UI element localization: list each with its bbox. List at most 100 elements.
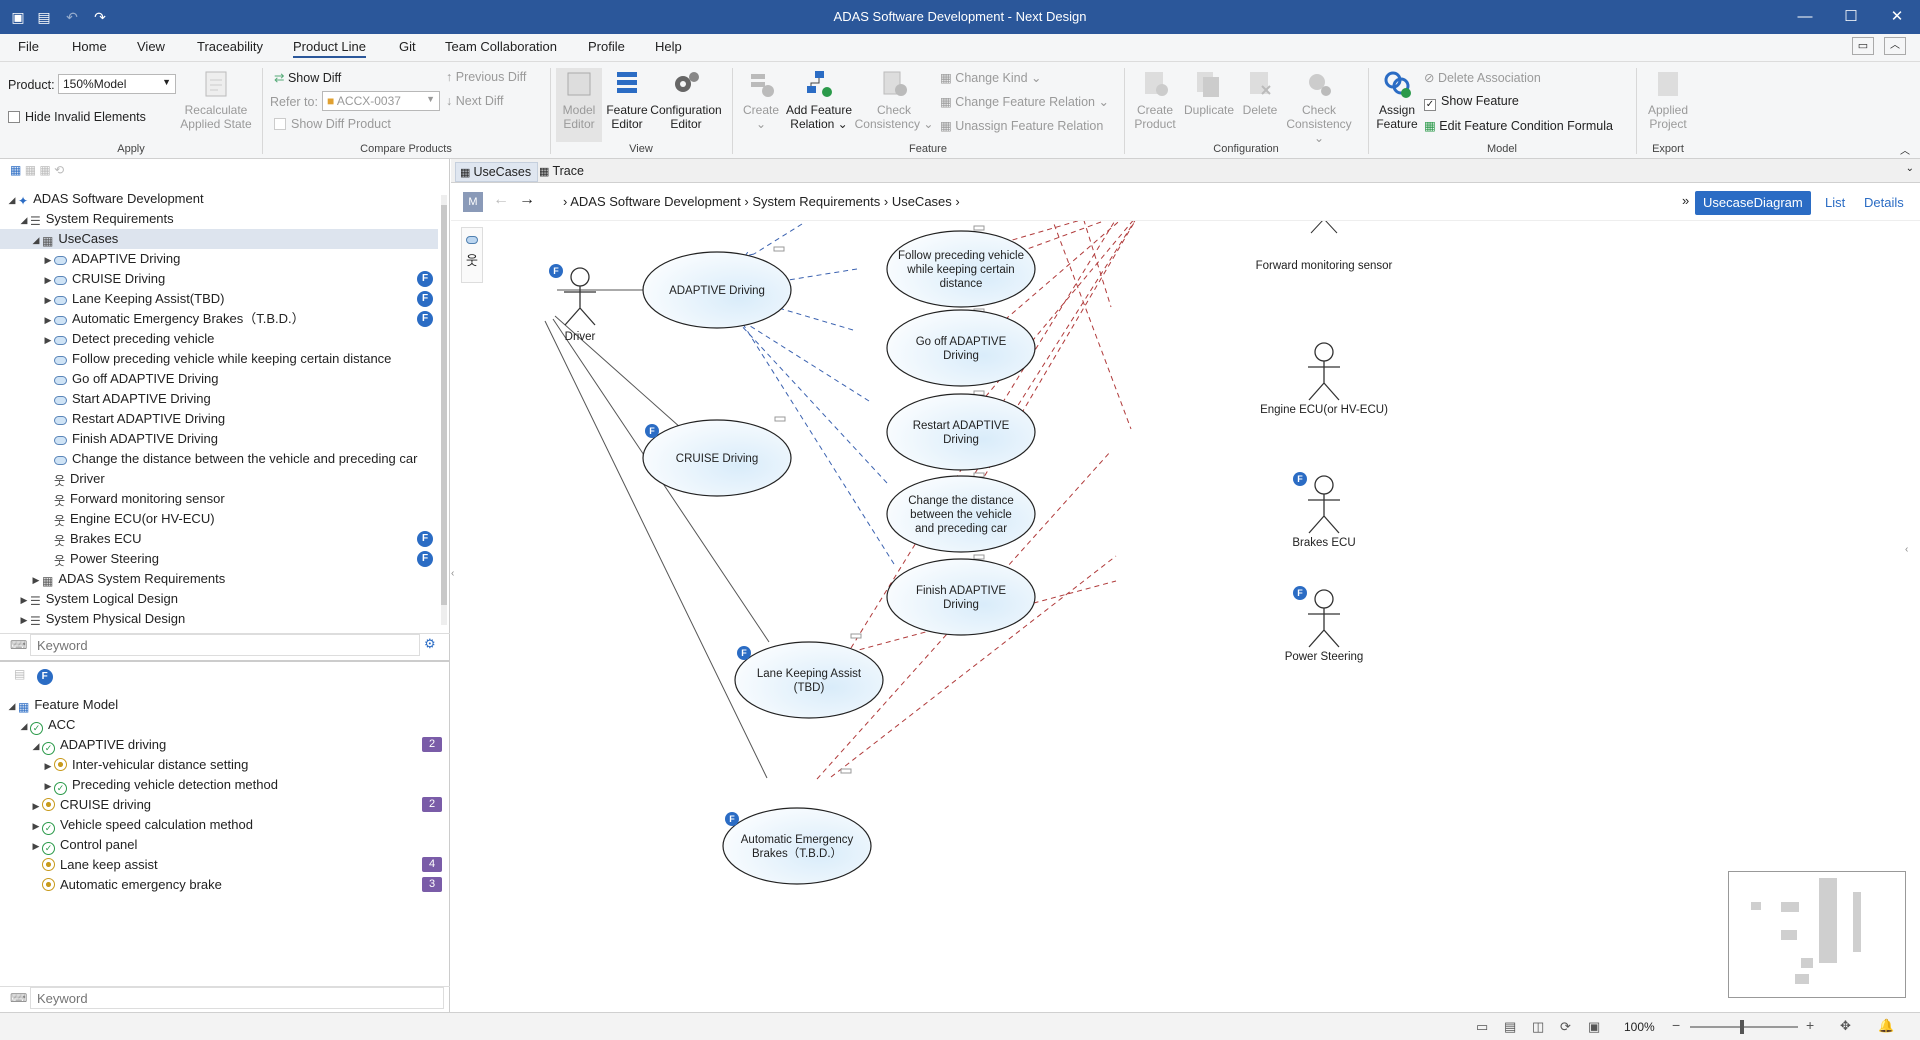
tree-item[interactable]: Restart ADAPTIVE Driving (0, 409, 225, 429)
collapsed-arrow-icon[interactable]: ▶ (44, 761, 52, 771)
collapsed-arrow-icon[interactable]: ▶ (44, 255, 52, 265)
minimize-button[interactable]: — (1797, 8, 1813, 25)
actor-node[interactable]: Forward monitoring sensor (1256, 221, 1393, 272)
close-button[interactable]: ✕ (1890, 8, 1904, 25)
tree-item[interactable]: Automatic emergency brake (0, 875, 222, 895)
tree-item[interactable]: ▶CRUISE Driving (0, 269, 166, 289)
split-vertical-icon[interactable]: ◫ (1532, 1019, 1545, 1034)
view-usecase-diagram[interactable]: UsecaseDiagram (1695, 191, 1811, 215)
save-icon[interactable]: ▣ (11, 9, 25, 25)
undo-icon[interactable]: ↶ (66, 9, 78, 25)
tree-item[interactable]: Follow preceding vehicle while keeping c… (0, 349, 391, 369)
zoom-slider[interactable] (1690, 1020, 1798, 1034)
expanded-arrow-icon[interactable]: ◢ (20, 721, 28, 731)
previous-diff-button[interactable]: ↑ Previous Diff (446, 70, 526, 84)
show-feature-checkbox[interactable]: ✓Show Feature (1424, 94, 1519, 111)
duplicate-button[interactable]: Duplicate (1180, 68, 1238, 117)
view-list[interactable]: List (1825, 195, 1846, 210)
collapsed-arrow-icon[interactable]: ▶ (32, 821, 40, 831)
menu-home[interactable]: Home (72, 39, 107, 54)
feature-list-icon[interactable]: ▤ (14, 667, 26, 681)
collapsed-arrow-icon[interactable]: ▶ (32, 575, 40, 585)
expanded-arrow-icon[interactable]: ◢ (32, 235, 40, 245)
tree-item[interactable]: Start ADAPTIVE Driving (0, 389, 211, 409)
tree-item[interactable]: ◢☰System Requirements (0, 209, 174, 229)
tree-item[interactable]: Change the distance between the vehicle … (0, 449, 417, 469)
comment-icon[interactable]: ▭ (1852, 37, 1874, 55)
expanded-arrow-icon[interactable]: ◢ (8, 701, 16, 711)
tree-item[interactable]: ◢▦Feature Model (0, 695, 119, 715)
ribbon-collapse-icon[interactable]: ︿ (1900, 146, 1910, 157)
zoom-slider-thumb[interactable] (1740, 1020, 1744, 1034)
menu-team-collaboration[interactable]: Team Collaboration (445, 39, 558, 54)
collapsed-arrow-icon[interactable]: ▶ (44, 275, 52, 285)
tree-item[interactable]: ▶✓Preceding vehicle detection method (0, 775, 278, 795)
move-icon[interactable]: ✥ (1840, 1018, 1851, 1033)
collapsed-arrow-icon[interactable]: ▶ (44, 335, 52, 345)
menu-help[interactable]: Help (655, 39, 682, 54)
collapsed-arrow-icon[interactable]: ▶ (20, 595, 28, 605)
fit-icon[interactable]: ▣ (1588, 1019, 1601, 1034)
model-keyword-input[interactable] (30, 634, 420, 656)
toolbar-icon[interactable]: ▦ (24, 163, 37, 177)
tree-item[interactable]: ◢▦UseCases (0, 229, 438, 249)
collapsed-arrow-icon[interactable]: ▶ (20, 615, 28, 625)
menu-product-line[interactable]: Product Line (293, 39, 366, 58)
hide-invalid-checkbox[interactable]: Hide Invalid Elements (8, 110, 146, 124)
menu-profile[interactable]: Profile (588, 39, 625, 54)
collapsed-arrow-icon[interactable]: ▶ (44, 781, 52, 791)
expanded-arrow-icon[interactable]: ◢ (8, 195, 16, 205)
scrollbar-thumb[interactable] (441, 205, 447, 605)
next-diff-button[interactable]: ↓ Next Diff (446, 94, 503, 108)
tabs-dropdown-icon[interactable]: ⌄ (1905, 163, 1914, 174)
usecase-node[interactable]: Lane Keeping Assist(TBD)F (734, 641, 884, 719)
collapsed-arrow-icon[interactable]: ▶ (32, 841, 40, 851)
redo-icon[interactable]: ↷ (94, 9, 106, 25)
tree-item[interactable]: ▶✓Control panel (0, 835, 137, 855)
save-all-icon[interactable]: ▤ (37, 9, 51, 25)
zoom-out-icon[interactable]: − (1672, 1017, 1681, 1033)
zoom-in-icon[interactable]: + (1806, 1017, 1815, 1033)
collapsed-arrow-icon[interactable]: ▶ (32, 801, 40, 811)
actor-node[interactable]: Engine ECU(or HV-ECU) (1260, 342, 1388, 416)
right-panel-toggle[interactable]: ‹ (1905, 544, 1909, 555)
edit-feature-condition-button[interactable]: ▦ Edit Feature Condition Formula (1424, 118, 1613, 133)
forward-icon[interactable]: → (519, 191, 535, 208)
collapsed-arrow-icon[interactable]: ▶ (44, 315, 52, 325)
tree-item[interactable]: ▶☰System Logical Design (0, 589, 178, 609)
expanded-arrow-icon[interactable]: ◢ (32, 741, 40, 751)
tree-item[interactable]: ▶▦ADAS System Requirements (0, 569, 226, 589)
expand-icon[interactable]: » (1682, 193, 1690, 208)
collapsed-arrow-icon[interactable]: ▶ (44, 295, 52, 305)
toolbar-icon[interactable]: ▦ (39, 163, 51, 177)
minimap[interactable] (1728, 871, 1906, 998)
back-icon[interactable]: ← (493, 191, 509, 208)
change-kind-button[interactable]: ▦ Change Kind ⌄ (940, 71, 1042, 85)
product-select[interactable]: 150%Model▼ (58, 74, 176, 94)
feature-filter-icon[interactable]: F (36, 669, 53, 685)
breadcrumb-item[interactable]: UseCases (891, 194, 952, 209)
view-details[interactable]: Details (1864, 195, 1904, 210)
tree-item[interactable]: ▶☰System Physical Design (0, 609, 186, 629)
model-view-icon[interactable]: ▦ (10, 163, 22, 177)
